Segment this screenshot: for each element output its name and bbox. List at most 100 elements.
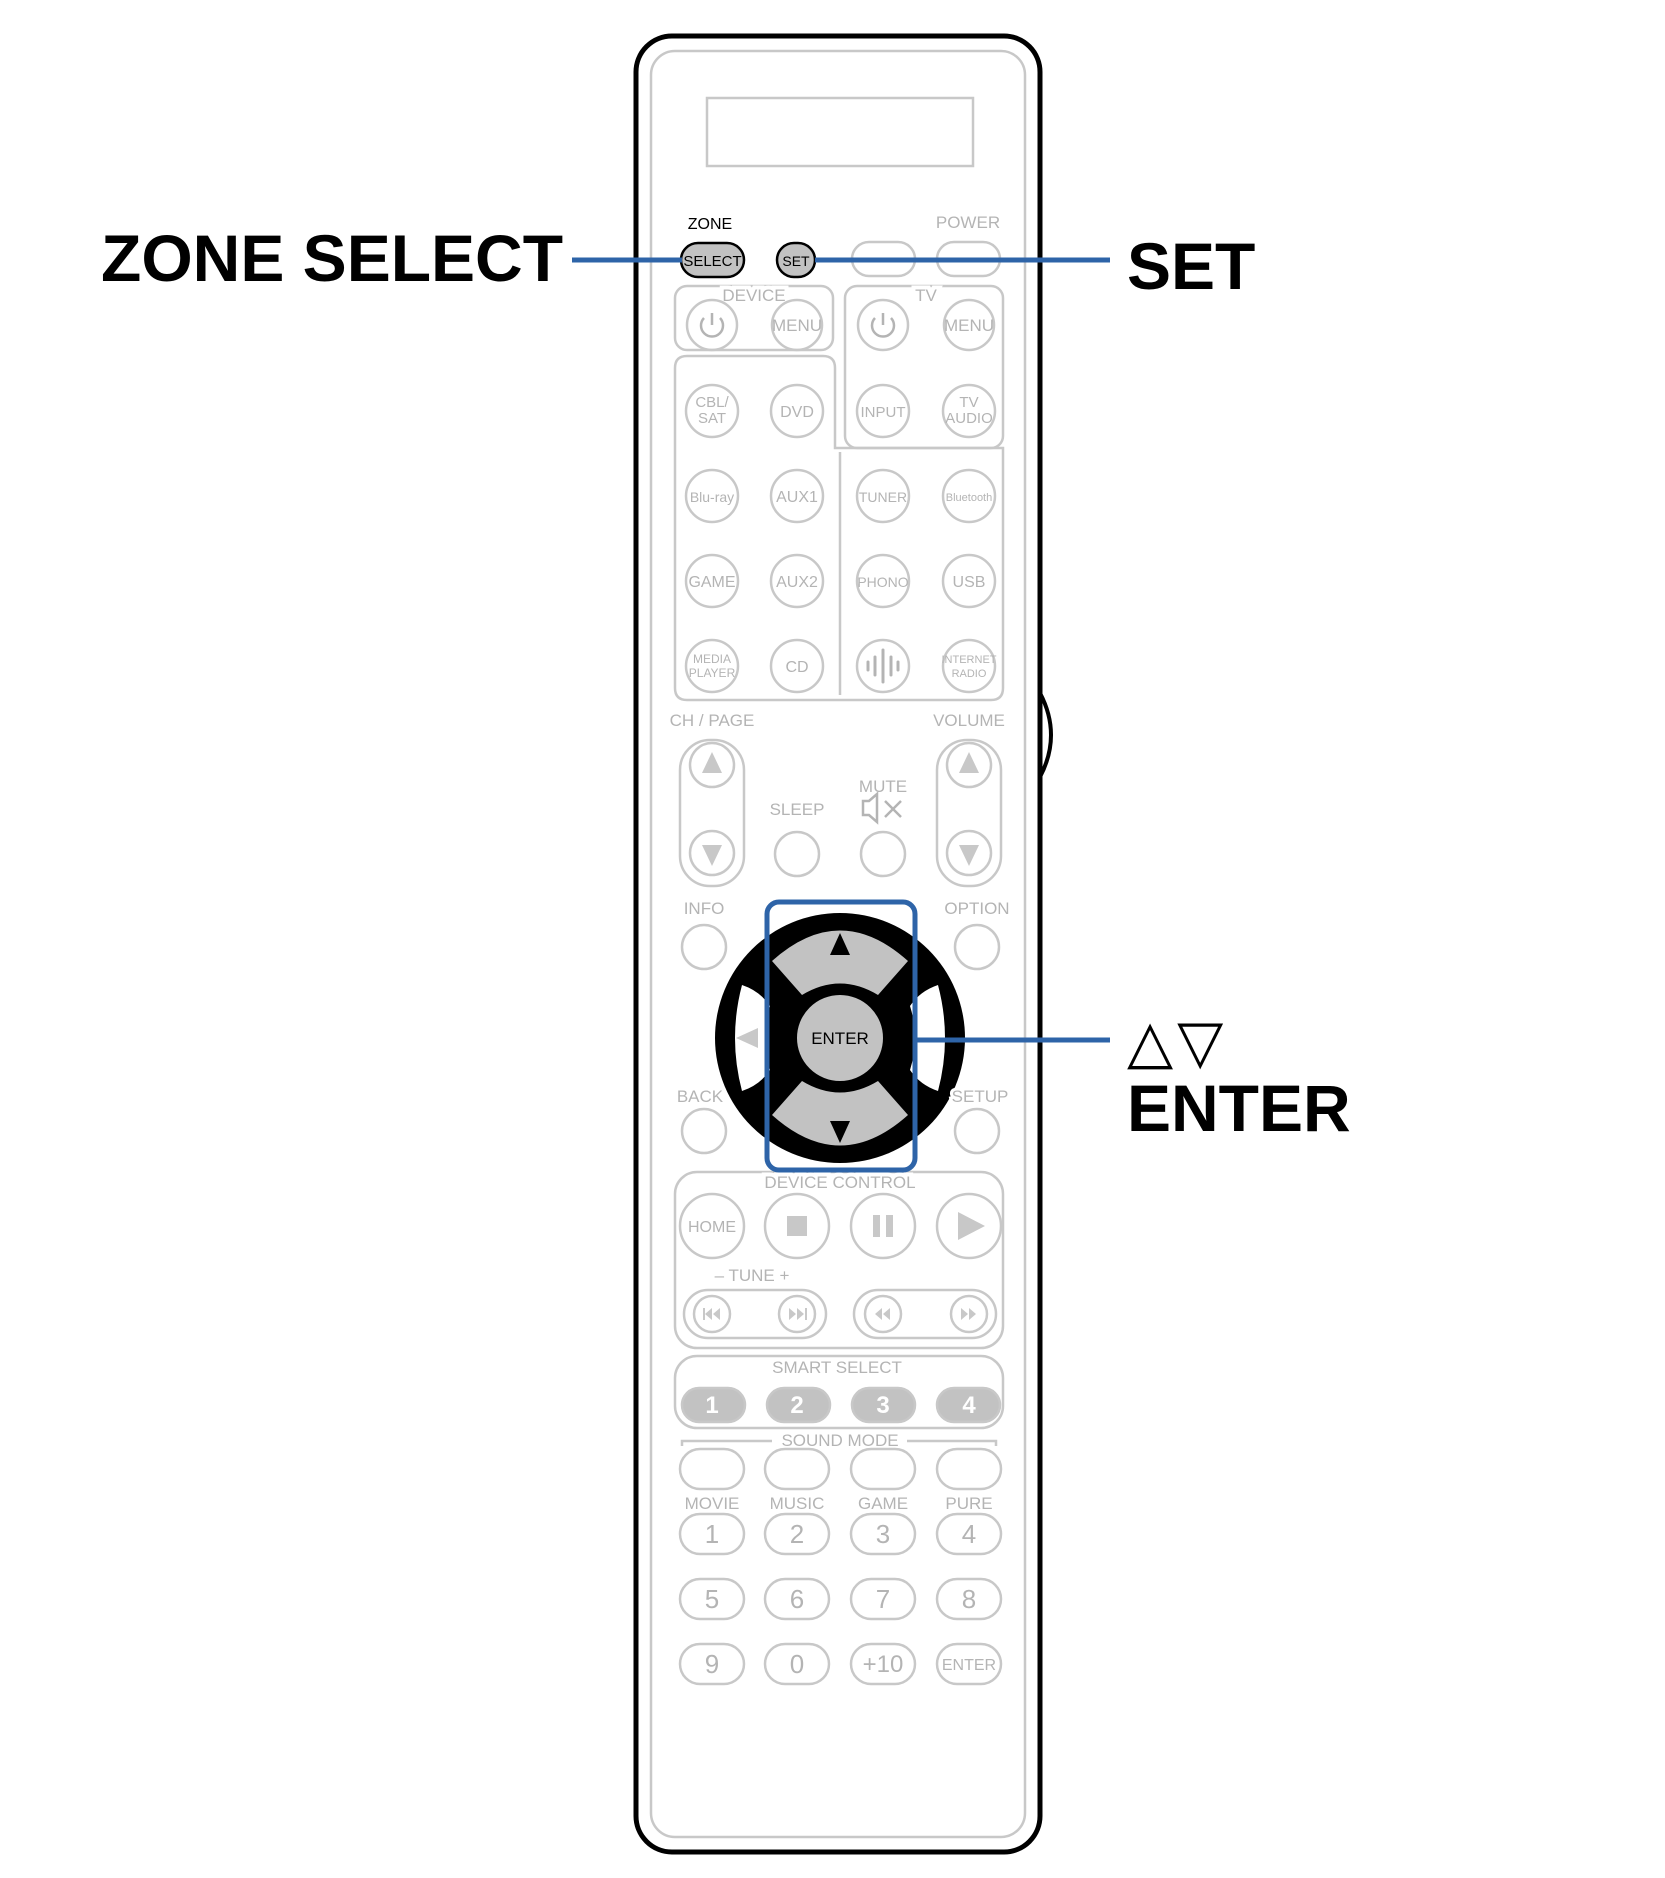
key-6[interactable] [763, 1577, 831, 1621]
internet-radio-label-line2: RADIO [952, 668, 987, 680]
cbl-sat-button[interactable] [684, 383, 740, 439]
setup-button[interactable] [953, 1107, 1001, 1155]
internet-radio-button[interactable] [941, 638, 997, 694]
stop-button[interactable] [763, 1192, 831, 1260]
game-source-button[interactable] [684, 553, 740, 609]
previous-track-button[interactable] [692, 1294, 732, 1334]
home-button[interactable] [678, 1192, 746, 1260]
key-1[interactable] [678, 1512, 746, 1556]
smart-select-button-1[interactable] [680, 1386, 747, 1424]
bluetooth-button[interactable] [941, 468, 997, 524]
rewind-button[interactable] [863, 1294, 903, 1334]
sound-mode-label: SOUND MODE [781, 1431, 898, 1450]
tv-menu-button[interactable] [942, 298, 996, 352]
device-menu-button[interactable] [770, 298, 824, 352]
pause-button[interactable] [849, 1192, 917, 1260]
dvd-button[interactable] [769, 383, 825, 439]
cbl-sat-label-line2: SAT [698, 410, 726, 427]
zone-label: ZONE [688, 216, 732, 233]
dvd-label: DVD [780, 404, 814, 421]
remote-inner-border [649, 49, 1027, 1839]
key-enter[interactable] [935, 1642, 1003, 1686]
volume-down-icon [959, 845, 979, 866]
game-mode-button[interactable] [849, 1447, 917, 1491]
key-3[interactable] [849, 1512, 917, 1556]
sleep-button[interactable] [773, 830, 821, 878]
music-mode-button[interactable] [763, 1447, 831, 1491]
skip-button-pair [852, 1288, 998, 1340]
key-8[interactable] [935, 1577, 1003, 1621]
info-button[interactable] [680, 923, 728, 971]
bluray-button[interactable] [684, 468, 740, 524]
ch-up-button[interactable] [688, 741, 736, 789]
mute-icon [861, 791, 902, 825]
fast-forward-button[interactable] [949, 1294, 989, 1334]
cd-button[interactable] [769, 638, 825, 694]
pause-icon [873, 1215, 893, 1237]
nav-down-button[interactable] [772, 1081, 908, 1146]
option-button[interactable] [953, 923, 1001, 971]
media-player-label-line2: PLAYER [689, 666, 736, 680]
key-2-label: 2 [790, 1519, 804, 1549]
source-group-frame [673, 354, 1005, 702]
tuner-button[interactable] [855, 468, 911, 524]
key-1-label: 1 [705, 1519, 719, 1549]
internet-radio-label-line1: INTERNET [942, 654, 997, 666]
volume-down-button[interactable] [945, 829, 993, 877]
ch-page-rocker[interactable] [678, 738, 746, 888]
key-0[interactable] [763, 1642, 831, 1686]
power-label: POWER [936, 213, 1000, 232]
input-button[interactable] [855, 383, 911, 439]
ch-down-button[interactable] [688, 829, 736, 877]
smart-select-label: SMART SELECT [772, 1358, 902, 1377]
ch-page-label: CH / PAGE [670, 711, 755, 730]
up-arrow-icon [830, 933, 850, 955]
key-7[interactable] [849, 1577, 917, 1621]
enter-button[interactable] [793, 991, 887, 1085]
key-enter-label: ENTER [942, 1657, 996, 1674]
ch-up-icon [702, 752, 722, 773]
media-player-label-line1: MEDIA [693, 652, 731, 666]
next-track-button[interactable] [777, 1294, 817, 1334]
heos-button[interactable] [855, 638, 911, 694]
mute-button[interactable] [859, 830, 907, 878]
game-mode-label: GAME [858, 1494, 908, 1513]
key-plus10[interactable] [849, 1642, 917, 1686]
device-group-frame [673, 284, 835, 352]
pure-mode-button[interactable] [935, 1447, 1003, 1491]
key-5-label: 5 [705, 1584, 719, 1614]
cd-label: CD [785, 659, 808, 676]
usb-button[interactable] [941, 553, 997, 609]
key-2[interactable] [763, 1512, 831, 1556]
key-9[interactable] [678, 1642, 746, 1686]
volume-rocker[interactable] [935, 738, 1003, 888]
back-button[interactable] [680, 1107, 728, 1155]
stop-icon [787, 1216, 807, 1236]
key-4-label: 4 [962, 1519, 976, 1549]
tv-audio-button[interactable] [941, 383, 997, 439]
smart-select-button-2[interactable] [765, 1386, 832, 1424]
aux1-button[interactable] [769, 468, 825, 524]
play-button[interactable] [935, 1192, 1003, 1260]
bluetooth-label: Bluetooth [946, 492, 992, 504]
smart-select-button-4[interactable] [935, 1386, 1002, 1424]
volume-up-button[interactable] [945, 741, 993, 789]
key-4[interactable] [935, 1512, 1003, 1556]
device-power-button[interactable] [685, 298, 739, 352]
movie-mode-button[interactable] [678, 1447, 746, 1491]
left-arrow-icon [736, 1028, 758, 1048]
key-5[interactable] [678, 1577, 746, 1621]
fast-forward-icon [961, 1308, 976, 1320]
aux2-button[interactable] [769, 553, 825, 609]
smart-select-button-3[interactable] [850, 1386, 917, 1424]
phono-label: PHONO [857, 574, 908, 590]
phono-button[interactable] [855, 553, 911, 609]
tv-audio-label-line1: TV [959, 394, 978, 411]
tv-audio-label-line2: AUDIO [945, 410, 993, 427]
tv-power-button[interactable] [856, 298, 910, 352]
media-player-button[interactable] [684, 638, 740, 694]
music-mode-label: MUSIC [770, 1494, 825, 1513]
nav-up-button[interactable] [772, 930, 908, 996]
key-8-label: 8 [962, 1584, 976, 1614]
